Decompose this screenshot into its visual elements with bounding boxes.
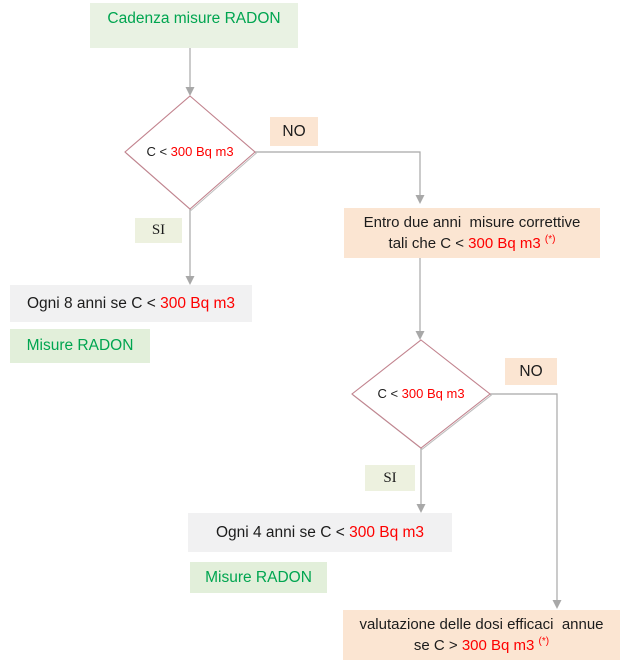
corrective-line2-value: 300 Bq m3 [468,235,545,252]
every-4-years-node: Ogni 4 anni se C < 300 Bq m3 [188,513,452,552]
start-node: Cadenza misure RADON [90,3,298,48]
decision1-value: 300 Bq m3 [170,144,234,159]
evaluation-line2: se C > 300 Bq m3 (*) [414,635,549,656]
corrective-measures-node: Entro due anni misure correttive tali ch… [344,208,600,258]
corrective-line1: Entro due anni misure correttive [363,214,581,231]
connector-decision1-no [255,151,421,196]
decision2-si-text: SI [383,469,397,486]
misure-radon-node-2: Misure RADON [190,562,327,593]
decision1-si-label: SI [135,218,182,243]
decision2-value: 300 Bq m3 [401,386,465,401]
misure-radon-1-label: Misure RADON [26,337,134,354]
decision1-text: C < 300 Bq m3 [125,144,255,159]
decision1-no-label: NO [270,117,318,146]
every8-value: 300 Bq m3 [160,294,236,312]
decision2-si-label: SI [365,465,415,491]
start-node-label: Cadenza misure RADON [107,10,281,27]
every-8-years-node: Ogni 8 anni se C < 300 Bq m3 [10,285,252,322]
evaluation-line2-value: 300 Bq m3 [461,637,539,654]
evaluation-footnote-marker: (*) [538,636,550,647]
decision1-si-text: SI [151,222,166,238]
corrective-line2: tali che C < 300 Bq m3 (*) [389,233,556,254]
dose-evaluation-node: valutazione delle dosi efficaci annue se… [343,610,620,660]
connector-decision2-no [490,393,558,600]
arrowhead-into-every8 [185,276,195,285]
evaluation-line1: valutazione delle dosi efficaci annue [359,616,604,633]
misure-radon-2-label: Misure RADON [205,568,312,586]
every8-prefix: Ogni 8 anni se C < [26,294,161,312]
misure-radon-node-1: Misure RADON [10,329,150,363]
arrowhead-into-every4 [416,504,426,513]
arrowhead-into-decision1 [185,87,195,96]
corrective-line2-prefix: tali che C < [388,235,469,252]
decision1-prefix: C < [146,144,171,159]
evaluation-line2-prefix: se C > [413,637,462,654]
decision2-prefix: C < [377,386,402,401]
arrowhead-into-evaluation [552,600,562,609]
decision2-no-label: NO [505,358,557,385]
decision2-text: C < 300 Bq m3 [352,386,490,401]
decision1-no-text: NO [282,122,306,140]
every4-prefix: Ogni 4 anni se C < [215,523,350,541]
every4-value: 300 Bq m3 [349,523,425,541]
arrowhead-into-corrective [415,195,425,204]
decision2-no-text: NO [519,362,543,380]
arrowhead-into-decision2 [415,331,425,340]
corrective-footnote-marker: (*) [544,234,556,245]
